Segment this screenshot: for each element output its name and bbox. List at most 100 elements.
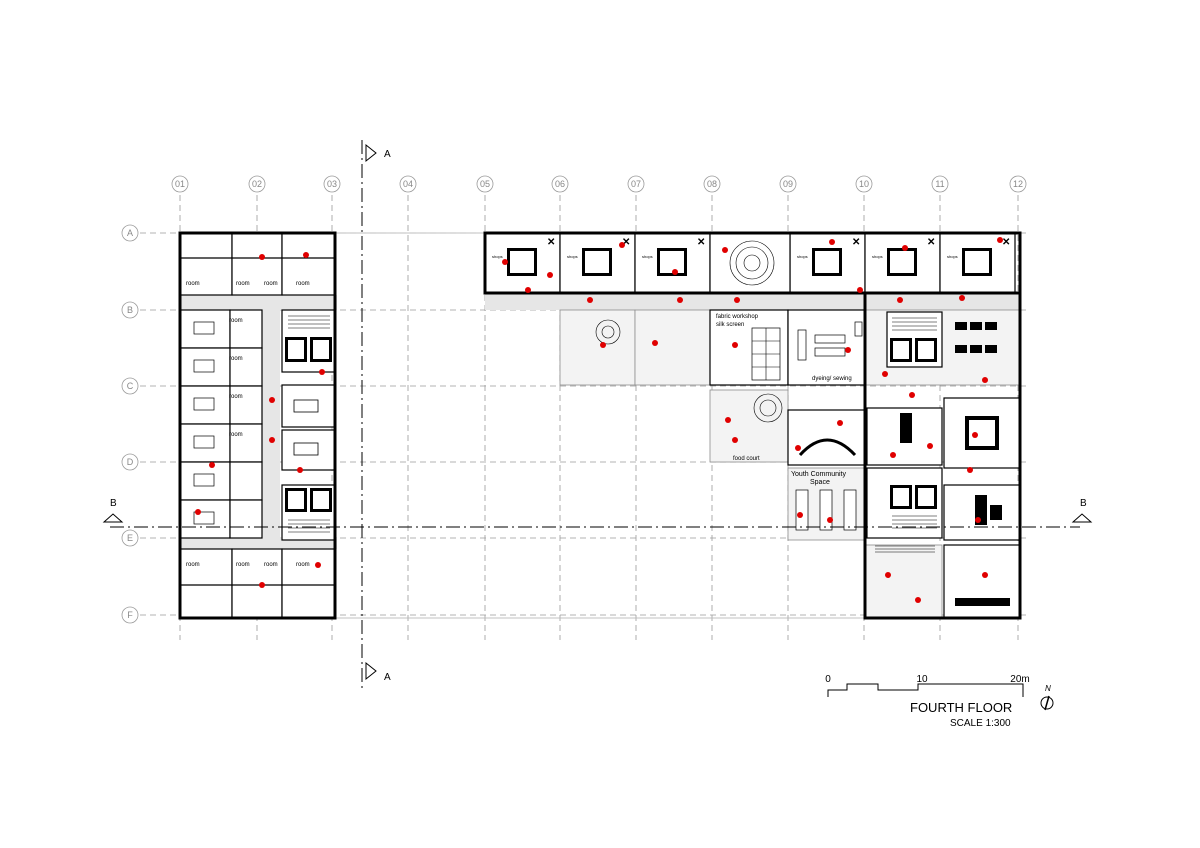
scale-tick-20: 20m — [1010, 674, 1029, 685]
activity-room-1 — [787, 409, 866, 466]
grid-column-label: 12 — [1013, 179, 1023, 189]
person-marker — [997, 237, 1003, 243]
display-cross-icon: ✕ — [547, 237, 555, 248]
grid-row-label: C — [127, 381, 134, 391]
grid-row-bubble — [121, 529, 139, 547]
person-marker — [725, 417, 731, 423]
shops-label: shops — [872, 254, 883, 259]
person-marker — [525, 287, 531, 293]
room-label: room — [229, 318, 243, 324]
person-marker — [959, 295, 965, 301]
person-marker — [795, 445, 801, 451]
grid-row-label: F — [127, 610, 133, 620]
display-cross-icon: ✕ — [622, 237, 630, 248]
person-marker — [829, 239, 835, 245]
room-label: room — [186, 281, 200, 287]
grid-row-label: D — [127, 457, 134, 467]
grid-column-bubble — [323, 175, 341, 193]
grid-column-label: 02 — [252, 179, 262, 189]
person-marker — [269, 437, 275, 443]
room-bottom-3 — [281, 548, 336, 619]
east-block-outline — [863, 291, 1022, 620]
person-marker — [909, 392, 915, 398]
person-marker — [972, 432, 978, 438]
person-marker — [297, 467, 303, 473]
grid-column-bubble — [476, 175, 494, 193]
person-marker — [845, 347, 851, 353]
cafe-seating — [864, 544, 943, 619]
grid-column-bubble — [779, 175, 797, 193]
person-marker — [927, 443, 933, 449]
grid-column-label: 01 — [175, 179, 185, 189]
section-a-bottom-label: A — [384, 672, 391, 683]
person-marker — [885, 572, 891, 578]
scale-bar: 0 10 20m — [825, 674, 1030, 697]
grid-column-label: 09 — [783, 179, 793, 189]
fabric-workshop-label: fabric workshop — [716, 314, 759, 320]
grid-column-bubble — [399, 175, 417, 193]
room-bottom-1 — [179, 548, 233, 619]
person-marker — [975, 517, 981, 523]
north-label: N — [1045, 684, 1051, 693]
person-marker — [837, 420, 843, 426]
person-marker — [600, 342, 606, 348]
grid-column-label: 06 — [555, 179, 565, 189]
people-markers — [195, 237, 1003, 603]
display-cross-icon: ✕ — [1002, 237, 1010, 248]
grid-column-bubble — [551, 175, 569, 193]
room-label: room — [229, 432, 243, 438]
shops-outline — [483, 231, 1022, 295]
grid-column-bubble — [248, 175, 266, 193]
left-wing-outline — [178, 231, 337, 620]
display-cross-icon: ✕ — [697, 237, 705, 248]
person-marker — [982, 377, 988, 383]
person-marker — [967, 467, 973, 473]
section-b-right-label: B — [1080, 498, 1087, 509]
person-marker — [797, 512, 803, 518]
grid-row-label: E — [127, 533, 133, 543]
person-marker — [269, 397, 275, 403]
person-marker — [897, 297, 903, 303]
room-label: room — [229, 394, 243, 400]
room-label: room — [186, 562, 200, 568]
north-arrow-icon: N — [1040, 684, 1054, 711]
person-marker — [734, 297, 740, 303]
person-marker — [319, 369, 325, 375]
meeting-square — [943, 397, 1021, 469]
grid-column-label: 05 — [480, 179, 490, 189]
spiral-stair-area — [559, 309, 636, 386]
grid-row-bubble — [121, 606, 139, 624]
food-court — [709, 389, 789, 463]
grid-column-bubble — [1009, 175, 1027, 193]
office-room-bath — [229, 309, 263, 349]
room-bottom-2 — [231, 548, 283, 619]
person-marker — [732, 437, 738, 443]
office-room-bath — [229, 423, 263, 463]
performance-room — [943, 544, 1021, 619]
person-marker — [259, 254, 265, 260]
spiral-stair-top — [709, 232, 791, 294]
person-marker — [732, 342, 738, 348]
grid-column-bubble — [703, 175, 721, 193]
youth-community-label-1: Youth Community — [791, 471, 846, 478]
grid-row-bubble — [121, 453, 139, 471]
scale-label: SCALE 1:300 — [950, 718, 1011, 729]
section-b-left-label: B — [110, 498, 117, 509]
food-court-label: food court — [733, 456, 760, 462]
person-marker — [677, 297, 683, 303]
person-marker — [303, 252, 309, 258]
grid-column-bubble — [855, 175, 873, 193]
person-marker — [587, 297, 593, 303]
person-marker — [259, 582, 265, 588]
person-marker — [915, 597, 921, 603]
person-marker — [672, 269, 678, 275]
person-marker — [982, 572, 988, 578]
silk-screen-label: silk screen — [716, 322, 744, 328]
person-marker — [857, 287, 863, 293]
person-marker — [722, 247, 728, 253]
grid-column-bubble — [171, 175, 189, 193]
workshop-seating — [634, 309, 711, 386]
grid-row-label: A — [127, 228, 133, 238]
person-marker — [890, 452, 896, 458]
